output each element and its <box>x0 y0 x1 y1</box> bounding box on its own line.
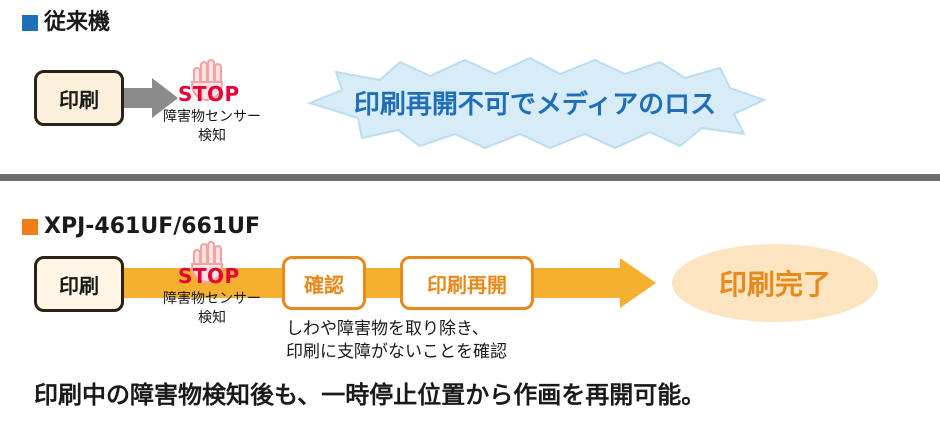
new-sensor-label: 障害物センサー 検知 <box>152 290 272 328</box>
complete-badge: 印刷完了 <box>672 244 878 322</box>
complete-label: 印刷完了 <box>718 268 831 301</box>
blue-square-icon <box>22 15 38 31</box>
conventional-sensor-label: 障害物センサー 検知 <box>152 108 272 146</box>
new-sensor-line1: 障害物センサー <box>163 291 261 307</box>
conventional-heading: 従来機 <box>22 10 110 36</box>
stop-hand-icon <box>190 59 223 102</box>
gray-arrow <box>118 78 178 118</box>
confirm-label: 確認 <box>304 272 344 297</box>
confirm-note: しわや障害物を取り除き、 印刷に支障がないことを確認 <box>286 318 507 364</box>
new-print-box: 印刷 <box>34 256 124 312</box>
conventional-print-label: 印刷 <box>59 87 99 112</box>
resume-box: 印刷再開 <box>400 256 534 310</box>
new-model-title: XPJ-461UF/661UF <box>44 214 261 239</box>
new-stop-text: STOP <box>178 264 240 288</box>
confirm-note-line1: しわや障害物を取り除き、 <box>286 319 489 339</box>
conventional-sensor-line1: 障害物センサー <box>163 109 261 125</box>
new-sensor-line2: 検知 <box>198 310 226 326</box>
summary-text: 印刷中の障害物検知後も、一時停止位置から作画を再開可能。 <box>34 381 706 409</box>
conventional-print-box: 印刷 <box>34 70 124 126</box>
conventional-stop-text: STOP <box>178 82 240 106</box>
confirm-note-line2: 印刷に支障がないことを確認 <box>286 342 507 362</box>
conventional-title: 従来機 <box>44 10 111 35</box>
new-print-label: 印刷 <box>59 273 99 298</box>
conventional-result-text: 印刷再開不可でメディアのロス <box>353 90 717 120</box>
new-model-heading: XPJ-461UF/661UF <box>22 214 260 240</box>
confirm-box: 確認 <box>282 256 366 310</box>
orange-square-icon <box>22 219 38 235</box>
stop-hand-icon <box>190 241 223 284</box>
section-divider <box>0 174 940 181</box>
loss-cloud <box>307 56 767 150</box>
conventional-sensor-line2: 検知 <box>198 128 226 144</box>
resume-label: 印刷再開 <box>427 272 507 297</box>
